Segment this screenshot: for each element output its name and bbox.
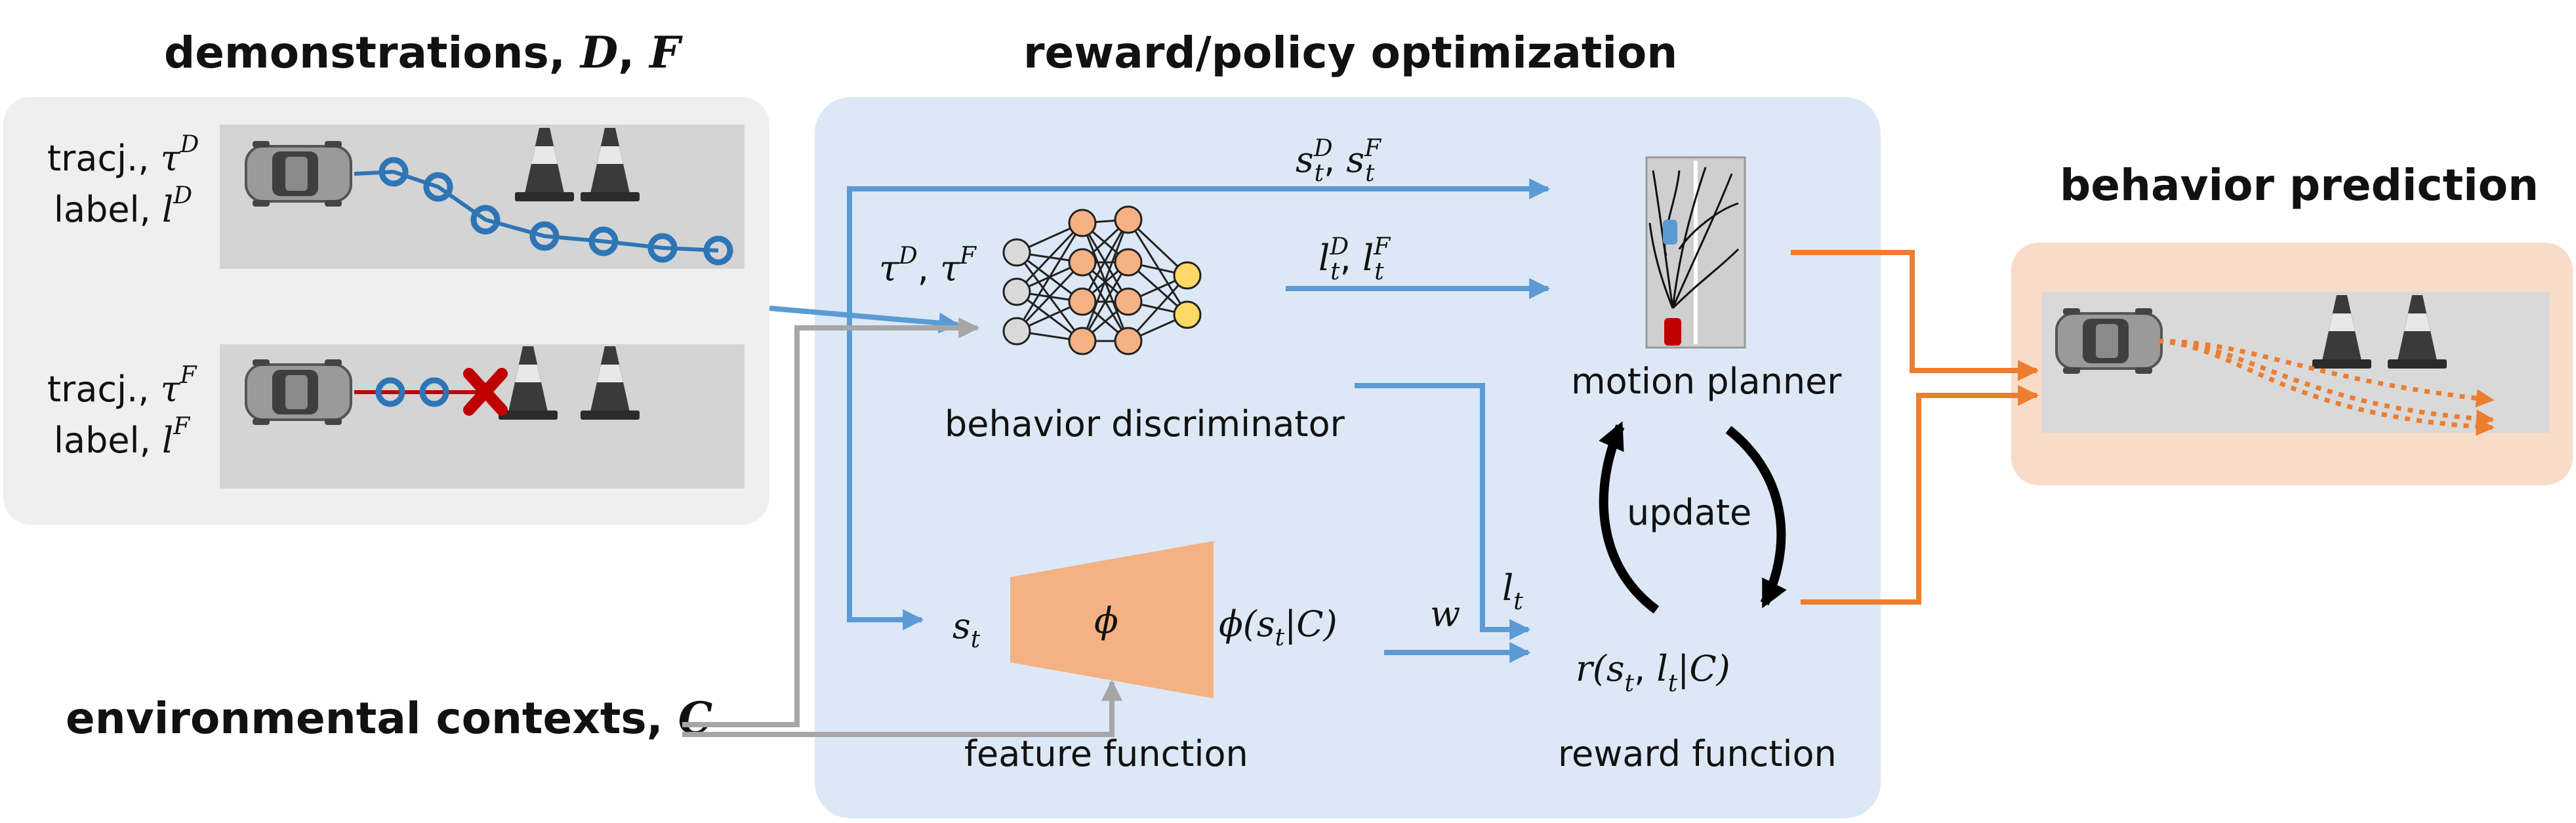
feature-input-label: st — [952, 605, 981, 653]
feature-function-label: feature function — [964, 733, 1248, 774]
predicted-trajectories — [2157, 338, 2495, 436]
feature-phi-label: ϕ — [1094, 600, 1118, 641]
label-label-d: label, lD — [54, 182, 192, 230]
output-nodes — [1173, 261, 1202, 329]
arrow-context-to-discriminator — [682, 317, 980, 727]
arrow-planner-to-prediction — [1791, 250, 2039, 381]
collision-cross-icon — [463, 368, 508, 416]
weight-label: w — [1430, 593, 1460, 635]
update-arrow-down — [1725, 426, 1787, 609]
contexts-title: environmental contexts, C — [66, 693, 712, 744]
orange-arrows — [1791, 250, 2039, 605]
neural-network-icon — [1002, 205, 1202, 355]
feature-function-block — [1010, 541, 1214, 698]
arrow-discriminator-to-reward — [1355, 383, 1531, 640]
reward-function-expression: r(st, lt|C) — [1576, 648, 1730, 697]
arrow-to-feature-state — [847, 308, 924, 630]
car-icon — [2055, 307, 2163, 375]
motion-planner-label: motion planner — [1571, 361, 1842, 402]
traj-label-f: tracj., τF — [47, 362, 198, 410]
input-nodes — [1002, 238, 1031, 346]
trajectory-waypoints-d — [378, 157, 733, 266]
car-icon — [245, 140, 352, 208]
demo-failure: tracj., τF label, lF — [47, 344, 745, 489]
prediction-title: behavior prediction — [2060, 160, 2539, 211]
demonstrations-title: demonstrations, D, F — [164, 27, 683, 78]
discriminator-label: behavior discriminator — [945, 403, 1345, 445]
label-label-f: label, lF — [54, 413, 191, 461]
arrow-context-to-feature — [682, 679, 1122, 737]
lt-label: lt — [1502, 567, 1523, 615]
update-label: update — [1627, 492, 1751, 533]
trajectory-waypoints-f — [375, 377, 449, 407]
gray-arrows — [682, 317, 1122, 737]
arrow-demo-to-discriminator — [769, 306, 960, 334]
discriminator-input-label: τD, τF — [879, 243, 977, 289]
update-loop-arrows — [1599, 421, 1787, 614]
update-arrow-up — [1599, 421, 1660, 614]
arrow-to-planner-states — [847, 178, 1551, 308]
arrow-reward-to-prediction — [1801, 385, 2039, 605]
optimization-title: reward/policy optimization — [1023, 28, 1677, 78]
blue-arrows — [769, 178, 1551, 663]
reward-function-label: reward function — [1558, 733, 1837, 774]
traj-label-d: tracj., τD — [47, 131, 199, 179]
hidden-nodes — [1068, 205, 1143, 355]
motion-planner-icon — [1645, 156, 1746, 349]
feature-output-label: ϕ(st|C) — [1219, 603, 1338, 651]
demo-success: tracj., τD label, lD — [47, 125, 745, 269]
prediction-scene — [2041, 292, 2550, 436]
car-icon — [245, 358, 352, 426]
